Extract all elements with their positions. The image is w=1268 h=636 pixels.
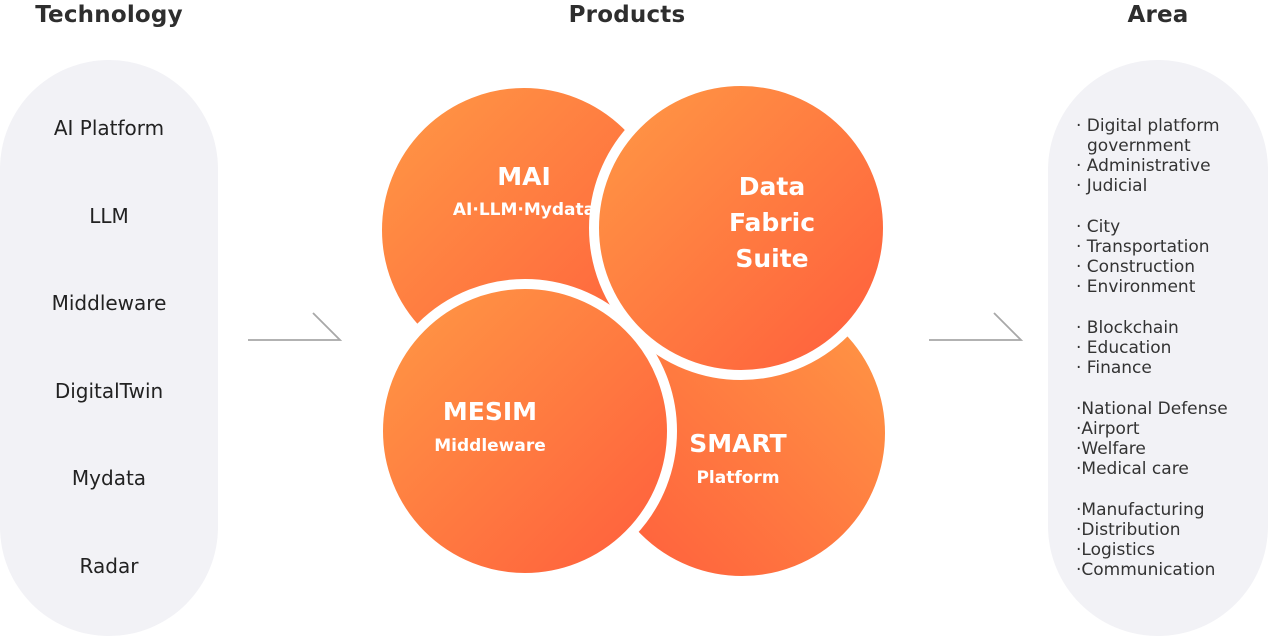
area-item: ·Welfare [1076,439,1146,459]
area-item: ·Medical care [1076,459,1189,479]
area-item: · City [1076,217,1121,237]
technology-item: AI Platform [53,116,165,140]
product-subtitle-smart: Platform [696,468,779,488]
area-item: ·Distribution [1076,520,1181,540]
technology-panel [0,60,218,636]
area-item: · Transportation [1076,237,1210,257]
area-item: ·Communication [1076,560,1216,580]
product-title-data-fabric-suite: Fabric [729,208,815,237]
area-item: · Environment [1076,277,1196,297]
area-item: · Blockchain [1076,318,1179,338]
area-item: government [1087,136,1191,156]
area-item: · Administrative [1076,156,1211,176]
area-group: · City · Transportation · Construction ·… [1076,217,1266,297]
arrow-right-icon [248,312,343,341]
technology-item: LLM [89,204,129,228]
area-item: · Construction [1076,257,1196,277]
area-item: · Education [1076,338,1172,358]
area-item: ·Airport [1076,419,1140,439]
product-circle-data-fabric-suite [589,76,893,380]
technology-item: Middleware [51,291,167,315]
product-title-mai: MAI [497,162,551,191]
area-item: ·National Defense [1076,399,1228,419]
area-group: ·Manufacturing ·Distribution ·Logistics … [1076,500,1266,580]
area-item: ·Manufacturing [1076,500,1205,520]
product-title-mesim: MESIM [443,397,537,426]
technology-item: DigitalTwin [54,379,164,403]
arrow-right-icon [929,312,1024,341]
technology-item: Mydata [71,466,147,490]
area-item: ·Logistics [1076,540,1155,560]
area-header: Area [1127,2,1189,28]
products-header: Products [568,2,686,28]
product-subtitle-mai: AI·LLM·Mydata [453,200,595,220]
area-list: · Digital platform government · Administ… [1076,116,1266,601]
product-title-data-fabric-suite: Data [739,172,805,201]
area-group: ·National Defense ·Airport ·Welfare ·Med… [1076,399,1266,479]
product-title-data-fabric-suite: Suite [735,244,808,273]
area-item: · Digital platform [1076,116,1220,136]
area-panel [1048,60,1268,636]
area-item: · Finance [1076,358,1152,378]
technology-item: Radar [79,554,139,578]
area-group: · Blockchain · Education · Finance [1076,318,1266,378]
product-circle-mesim [373,279,677,583]
area-item: · Judicial [1076,176,1148,196]
area-group: · Digital platform government · Administ… [1076,116,1266,196]
product-title-smart: SMART [689,429,786,458]
product-subtitle-mesim: Middleware [434,436,546,456]
technology-header: Technology [35,2,183,28]
